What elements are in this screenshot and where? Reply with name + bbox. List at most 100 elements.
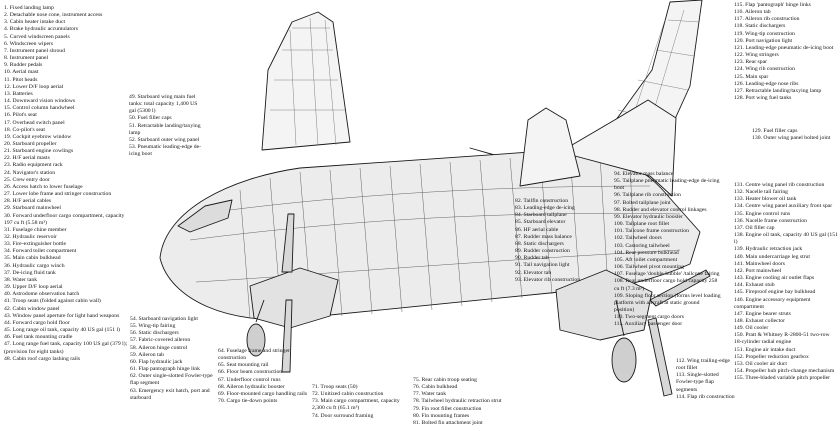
list-item: 80. Fin mounting frames [413, 412, 470, 419]
list-item: 105. Aft toilet compartment [614, 256, 678, 263]
list-item: 150. Pratt & Whitney R-2800-51 two-row 1… [734, 332, 830, 346]
list-item: 17. Overhead switch panel [4, 119, 65, 126]
list-item: 76. Cabin bulkhead [413, 384, 458, 391]
list-item: 20. Starboard propeller [4, 140, 57, 147]
parts-list-94-111: 94. Elevator mass balance 95. Tailplane … [614, 171, 721, 328]
list-item: 84. Starboard tailplane [515, 212, 567, 219]
list-item: 22. H/F aerial masts [4, 155, 50, 162]
list-item: 94. Elevator mass balance [614, 171, 674, 177]
list-item: 58. Aileron hinge control [130, 344, 188, 351]
list-item: 5. Curved windscreen panels [4, 33, 70, 40]
list-item: 136. Nacelle frame construction [734, 217, 807, 224]
parts-list-129-130: 129. Fuel filler caps 130. Outer wing pa… [752, 128, 838, 142]
list-item: 31. Fuselage chine member [4, 226, 67, 233]
parts-list-112-114: 112. Wing trailing-edge root fillet 113.… [676, 358, 736, 401]
list-item: 18. Co-pilot's seat [4, 126, 45, 133]
list-item: 151. Engine air intake duct [734, 346, 796, 353]
list-item: 82. Tailfin construction [515, 198, 569, 204]
list-item: 126. Leading-edge nose ribs [734, 80, 799, 87]
list-item: 96. Tailplane rib construction [614, 192, 681, 199]
list-item: 46. Fuel tank mounting cradle [4, 334, 73, 341]
list-item: 48. Cabin roof cargo lashing rails [4, 355, 81, 362]
list-item: 93. Elevator rib construction [515, 276, 581, 283]
list-item: 110. Two-segment cargo doors [614, 314, 684, 321]
list-item: 95. Tailplane pneumatic leading-edge de-… [614, 178, 720, 192]
list-item: 147. Engine bearer struts [734, 310, 791, 317]
list-item: 69. Floor-mounted cargo handling rails [218, 390, 308, 397]
list-item: 44. Forward cargo hold floor [4, 319, 70, 326]
list-item: 51. Retractable landing/taxying lamp [129, 122, 201, 136]
list-item: 148. Exhaust collector [734, 317, 786, 324]
list-item: 10. Aerial mast [4, 69, 39, 76]
list-item: 98. Rudder and elevator control linkages [614, 206, 707, 213]
list-item: 3. Cabin heater intake duct [4, 19, 66, 26]
list-item: 145. Fireproof engine bay bulkhead [734, 289, 816, 296]
list-item: 2. Detachable nose cone, instrument acce… [4, 12, 103, 19]
list-item: 62. Outer single-slotted Fowler-type fla… [130, 373, 213, 387]
list-item: 134. Centre wing panel auxiliary front s… [734, 203, 833, 210]
list-item: 153. Oil cooler air duct [734, 360, 787, 367]
list-item: 75. Rear cabin troop seating [413, 377, 477, 383]
list-item: 37. De-icing fluid tank [4, 269, 56, 276]
list-item: 65. Seat mounting rail [218, 362, 269, 369]
list-item: 118. Static dischargers [734, 23, 786, 30]
list-item: 101. Tailcone frame construction [614, 228, 689, 235]
list-item: 61. Flap pantograph hinge link [130, 366, 200, 373]
list-item: 154. Propeller hub pitch-change mechanis… [734, 368, 835, 375]
list-item: 103. Castoring tailwheel [614, 242, 670, 249]
list-item: 135. Engine control runs [734, 210, 791, 217]
list-item: 4. Brake hydraulic accumulators [4, 26, 78, 33]
list-item: 91. Tail navigation light [515, 262, 570, 269]
list-item: 139. Hydraulic retraction jack [734, 246, 803, 253]
port-propeller [647, 269, 711, 397]
list-item: 42. Cabin window panel [4, 305, 60, 312]
list-item: 142. Port mainwheel [734, 267, 782, 274]
parts-list-131-155: 131. Centre wing panel rib construction … [734, 182, 838, 382]
list-item: 23. Radio equipment rack [4, 162, 63, 169]
list-item: 102. Tailwheel doors [614, 235, 662, 242]
starboard-mainwheel [246, 323, 266, 357]
list-item: 114. Flap rib construction [676, 393, 735, 400]
list-item: 79. Fin root fillet construction [413, 405, 482, 412]
tail-fin [559, 99, 677, 197]
list-item: 140. Main undercarriage leg strut [734, 253, 810, 260]
list-item: 121. Leading-edge pneumatic de-icing boo… [734, 44, 834, 51]
list-item: 50. Fuel filler caps [129, 115, 172, 122]
list-item: 41. Troop seats (folded against cabin wa… [4, 298, 101, 305]
list-item: 27. Lower lobe frame and stringer constr… [4, 191, 112, 198]
starboard-tailplane [519, 107, 581, 187]
list-item: 8. Instrument panel [4, 55, 49, 62]
list-item: 7. Instrument panel shroud [4, 47, 65, 54]
list-item: 34. Forward toilet compartment [4, 248, 77, 255]
list-item: 11. Pitot heads [4, 76, 38, 83]
list-item: 57. Fabric-covered aileron [130, 337, 191, 344]
list-item: 120. Port navigation light [734, 37, 793, 44]
list-item: 36. Hydraulic cargo winch [4, 262, 65, 269]
list-item: 109. Sloping floor section (forms level … [614, 292, 721, 313]
list-item: 97. Bolted tailplane joint [614, 199, 671, 206]
list-item: 116. Aileron tab [734, 9, 771, 16]
list-item: 104. Rear pressure bulkhead [614, 249, 679, 256]
list-item: 43. Window panel aperture for light hand… [4, 312, 120, 319]
list-item: 74. Door surround framing [312, 412, 374, 419]
list-item: 15. Control column handwheel [4, 105, 75, 112]
list-item: 33. Fire-extinguisher bottle [4, 241, 67, 248]
list-item: 81. Bolted fin attachment joint [413, 419, 483, 426]
list-item: 122. Wing stringers [734, 52, 779, 59]
list-item: 63. Emergency exit hatch, port and starb… [130, 387, 210, 401]
list-item: 144. Exhaust stub [734, 282, 775, 289]
list-item: 83. Leading-edge de-icing [515, 205, 575, 212]
list-item: 24. Navigator's station [4, 169, 56, 176]
list-item: 92. Elevator tab [515, 269, 552, 276]
list-item: 130. Outer wing panel bolted joint [752, 135, 831, 142]
list-item: 87. Rudder mass balance [515, 233, 572, 240]
list-item: 66. Floor beam construction [218, 369, 283, 376]
starboard-engine-nacelle [249, 267, 339, 329]
list-item: 85. Starboard elevator [515, 219, 566, 226]
list-item: 113. Single-slotted Fowler-type flap seg… [676, 372, 719, 393]
list-item: 21. Starboard engine cowlings [4, 148, 74, 155]
parts-list-64-70: 64. Fuselage frame and stringer construc… [218, 348, 310, 405]
list-item: 124. Wing rib construction [734, 66, 795, 73]
list-item: 72. Unitized cabin construction [312, 391, 384, 398]
list-item: 35. Main cabin bulkhead [4, 255, 61, 262]
